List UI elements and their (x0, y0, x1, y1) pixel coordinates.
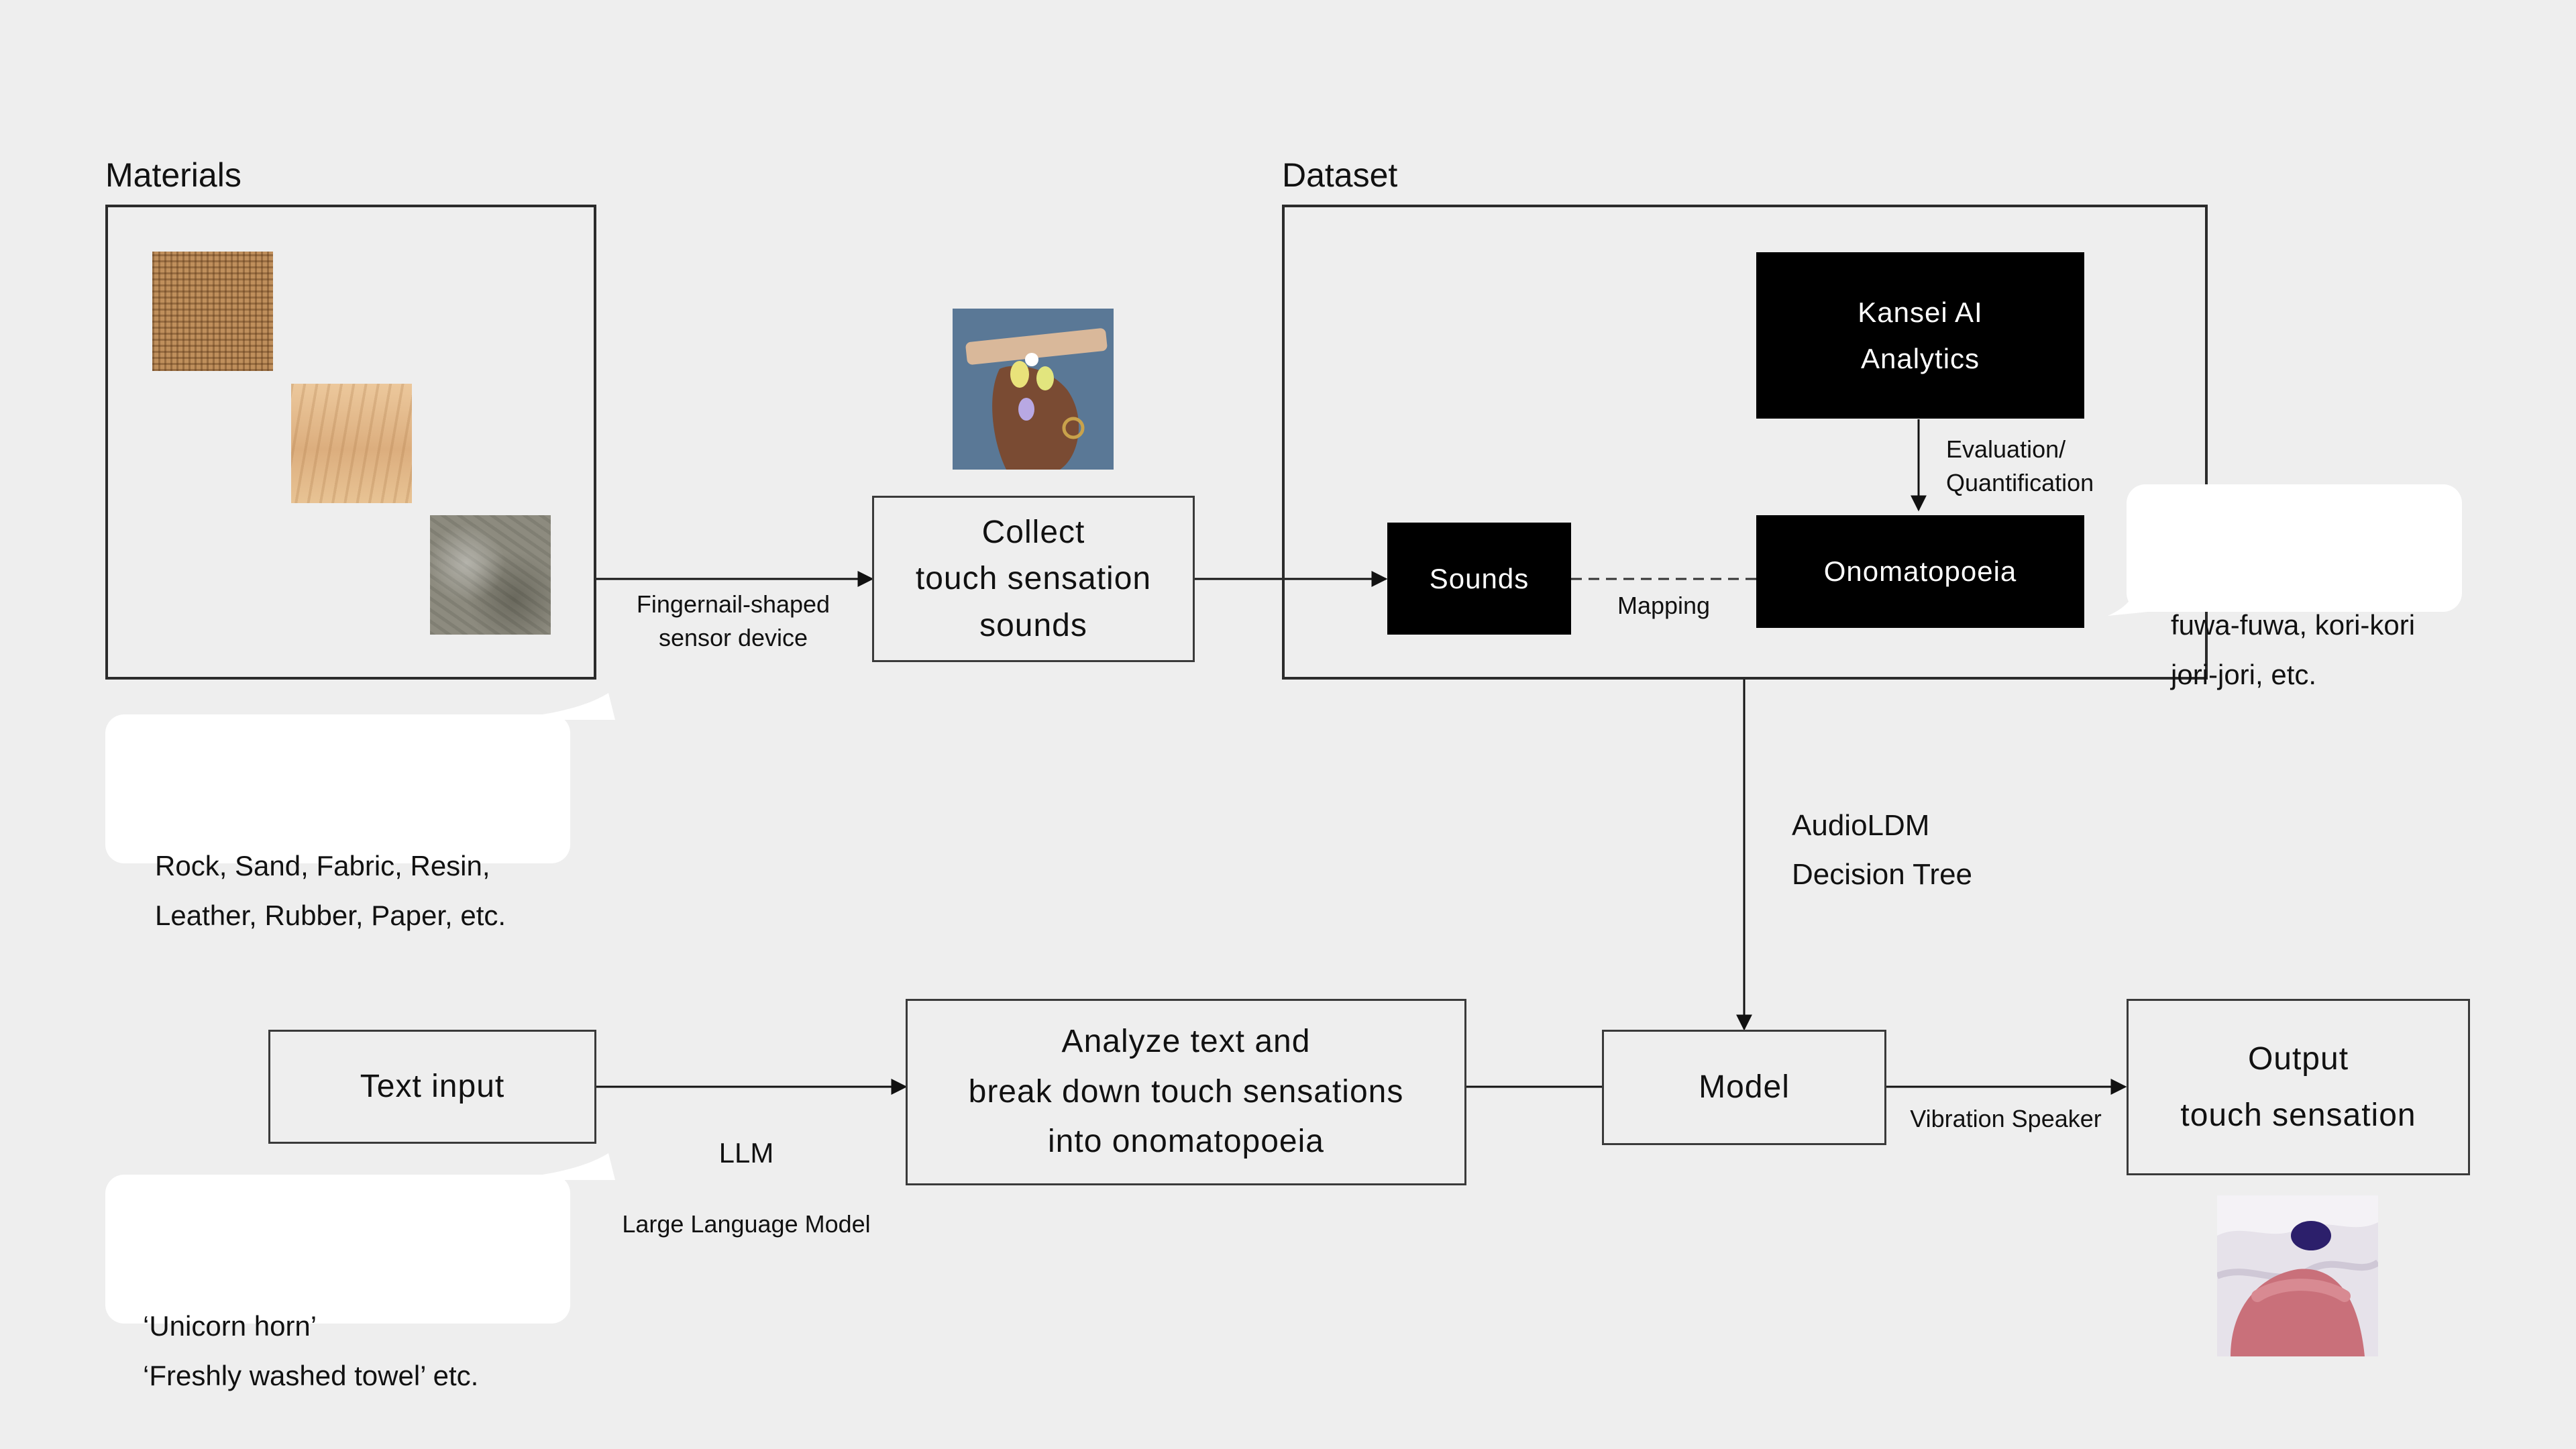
collect-sounds-label: Collect touch sensation sounds (915, 514, 1152, 643)
bubble-tail (481, 693, 615, 720)
hand-touch-photo (2217, 1195, 2378, 1356)
sounds-box: Sounds (1387, 523, 1571, 635)
text-input-box: Text input (268, 1030, 596, 1144)
text-input-examples-text: ‘Unicorn horn’ ‘Freshly washed towel’ et… (143, 1310, 479, 1391)
analyze-text-label: Analyze text and break down touch sensat… (968, 1024, 1404, 1160)
materials-examples-text: Rock, Sand, Fabric, Resin, Leather, Rubb… (155, 850, 506, 931)
text-input-label: Text input (360, 1069, 505, 1105)
kansei-ai-box: Kansei AI Analytics (1756, 252, 2084, 419)
llm-label: LLM Large Language Model (604, 1100, 889, 1275)
wood-swatch (291, 384, 412, 503)
mapping-label: Mapping (1617, 592, 1711, 619)
llm-long-label: Large Language Model (622, 1210, 871, 1238)
sounds-label: Sounds (1429, 562, 1529, 594)
kansei-ai-label: Kansei AI Analytics (1858, 296, 1983, 374)
materials-examples-bubble: Rock, Sand, Fabric, Resin, Leather, Rubb… (105, 693, 615, 931)
onomatopoeia-examples-text: fuwa-fuwa, kori-kori jori-jori, etc. (2171, 609, 2416, 690)
onomatopoeia-examples-bubble: fuwa-fuwa, kori-kori jori-jori, etc. (2108, 484, 2462, 690)
onomatopoeia-label: Onomatopoeia (1823, 555, 2017, 588)
sensor-device-label: Fingernail-shaped sensor device (636, 590, 830, 652)
bubble-tail (2108, 585, 2148, 616)
materials-frame (105, 205, 596, 680)
text-input-examples-bubble: ‘Unicorn horn’ ‘Freshly washed towel’ et… (105, 1153, 615, 1391)
collect-sounds-box: Collect touch sensation sounds (872, 496, 1195, 662)
model-box: Model (1602, 1030, 1886, 1145)
analyze-text-box: Analyze text and break down touch sensat… (906, 999, 1466, 1185)
bubble-tail (481, 1153, 615, 1180)
stone-swatch (430, 515, 551, 635)
evaluation-label: Evaluation/ Quantification (1946, 435, 2094, 497)
training-methods-label: AudioLDM Decision Tree (1792, 809, 1973, 891)
dataset-frame (1282, 205, 2208, 680)
burlap-swatch (152, 252, 273, 371)
llm-short-label: LLM (718, 1137, 774, 1169)
output-touch-box: Output touch sensation (2127, 999, 2470, 1175)
model-label: Model (1699, 1069, 1790, 1106)
dataset-title: Dataset (1282, 156, 1398, 194)
materials-title: Materials (105, 156, 241, 194)
finger-sensor-photo (953, 309, 1114, 470)
output-touch-label: Output touch sensation (2180, 1040, 2416, 1133)
onomatopoeia-box: Onomatopoeia (1756, 515, 2084, 628)
vibration-speaker-label: Vibration Speaker (1910, 1105, 2102, 1132)
